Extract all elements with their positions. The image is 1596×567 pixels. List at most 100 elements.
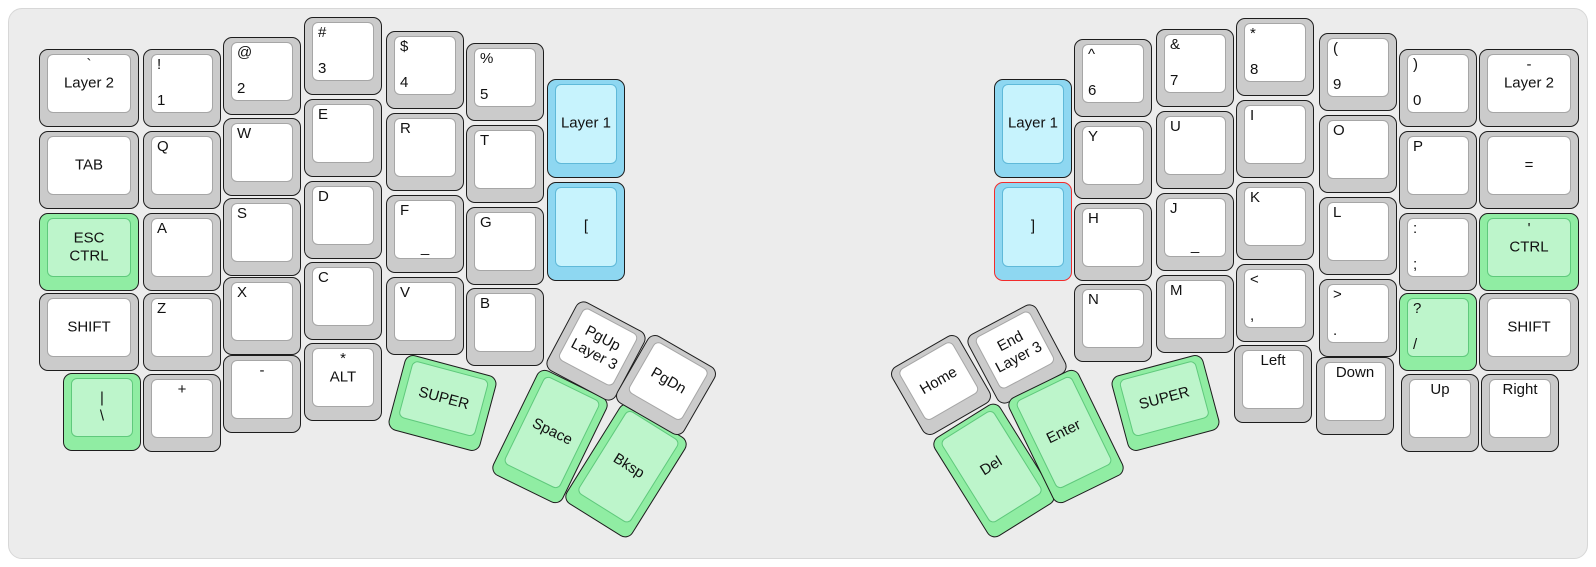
key-label: K bbox=[1250, 189, 1261, 206]
key-equals[interactable]: = bbox=[1479, 131, 1579, 209]
key-hash-3[interactable]: #3 bbox=[304, 17, 382, 95]
key-s[interactable]: S bbox=[223, 198, 301, 276]
key-star-8[interactable]: *8 bbox=[1236, 18, 1314, 96]
keycap-surface: *ALT bbox=[312, 348, 374, 407]
key-label: SUPER bbox=[416, 382, 472, 413]
key-label: ESC CTRL bbox=[69, 228, 109, 265]
key-d[interactable]: D bbox=[304, 181, 382, 259]
keycap-surface: (9 bbox=[1327, 38, 1389, 97]
key-colon-semicolon[interactable]: :; bbox=[1399, 213, 1477, 291]
key-x[interactable]: X bbox=[223, 277, 301, 355]
key-z[interactable]: Z bbox=[143, 293, 221, 371]
key-h[interactable]: H bbox=[1074, 203, 1152, 281]
key-left-bracket[interactable]: [ bbox=[547, 182, 625, 281]
key-at-2[interactable]: @2 bbox=[223, 37, 301, 115]
keycap-surface: X bbox=[231, 282, 293, 341]
key-layer1-left[interactable]: Layer 1 bbox=[547, 79, 625, 178]
key-l[interactable]: L bbox=[1319, 197, 1397, 275]
key-label: Enter bbox=[1043, 416, 1084, 448]
key-caret-6[interactable]: ^6 bbox=[1074, 39, 1152, 117]
keycap-surface: $4 bbox=[394, 36, 456, 95]
key-k[interactable]: K bbox=[1236, 182, 1314, 260]
key-down[interactable]: Down bbox=[1316, 357, 1394, 435]
key-grave-layer2[interactable]: `Layer 2 bbox=[39, 49, 139, 127]
key-label: @ bbox=[237, 44, 253, 61]
key-paren-9[interactable]: (9 bbox=[1319, 33, 1397, 111]
key-label: > bbox=[1333, 286, 1342, 303]
key-y[interactable]: Y bbox=[1074, 121, 1152, 199]
keycap-surface: G bbox=[474, 212, 536, 271]
key-super-left[interactable]: SUPER bbox=[386, 353, 499, 453]
key-right-shift[interactable]: SHIFT bbox=[1479, 293, 1579, 371]
keycap-surface: &7 bbox=[1164, 34, 1226, 93]
key-c[interactable]: C bbox=[304, 262, 382, 340]
key-u[interactable]: U bbox=[1156, 111, 1234, 189]
key-label: ` bbox=[86, 56, 92, 73]
keycap-surface: F_ bbox=[394, 200, 456, 259]
key-label: Del bbox=[977, 452, 1006, 480]
key-label: Z bbox=[157, 300, 167, 317]
key-i[interactable]: I bbox=[1236, 100, 1314, 178]
key-label: 1 bbox=[157, 92, 166, 110]
key-label: * bbox=[340, 350, 346, 367]
key-super-right[interactable]: SUPER bbox=[1109, 353, 1222, 453]
key-m[interactable]: M bbox=[1156, 275, 1234, 353]
key-label: G bbox=[480, 214, 492, 231]
keycap-surface: @2 bbox=[231, 42, 293, 101]
keycap-surface: L bbox=[1327, 202, 1389, 261]
key-label: H bbox=[1088, 210, 1099, 227]
key-layer1-right[interactable]: Layer 1 bbox=[994, 79, 1072, 178]
key-left-shift[interactable]: SHIFT bbox=[39, 293, 139, 371]
key-amp-7[interactable]: &7 bbox=[1156, 29, 1234, 107]
key-label: D bbox=[318, 188, 329, 205]
key-q[interactable]: Q bbox=[143, 131, 221, 209]
key-pipe-backslash[interactable]: | \ bbox=[63, 373, 141, 451]
key-dollar-4[interactable]: $4 bbox=[386, 31, 464, 109]
key-v[interactable]: V bbox=[386, 277, 464, 355]
key-w[interactable]: W bbox=[223, 118, 301, 196]
keycap-surface: C bbox=[312, 267, 374, 326]
key-label: 3 bbox=[318, 60, 327, 78]
key-minus[interactable]: - bbox=[223, 355, 301, 433]
keycap-surface: K bbox=[1244, 187, 1306, 246]
keycap-surface: V bbox=[394, 282, 456, 341]
key-o[interactable]: O bbox=[1319, 115, 1397, 193]
key-less-comma[interactable]: <, bbox=[1236, 264, 1314, 342]
key-label: E bbox=[318, 106, 329, 123]
key-star-alt[interactable]: *ALT bbox=[304, 343, 382, 421]
key-esc-ctrl[interactable]: ESC CTRL bbox=[39, 213, 139, 291]
key-up[interactable]: Up bbox=[1401, 374, 1479, 452]
key-exclam-1[interactable]: !1 bbox=[143, 49, 221, 127]
key-p[interactable]: P bbox=[1399, 131, 1477, 209]
key-j[interactable]: J_ bbox=[1156, 193, 1234, 271]
key-label: ( bbox=[1333, 40, 1338, 57]
key-quote-ctrl[interactable]: 'CTRL bbox=[1479, 213, 1579, 291]
key-dash-layer2[interactable]: -Layer 2 bbox=[1479, 49, 1579, 127]
key-a[interactable]: A bbox=[143, 213, 221, 291]
key-b[interactable]: B bbox=[466, 288, 544, 366]
key-left[interactable]: Left bbox=[1234, 345, 1312, 423]
keycap-surface: H bbox=[1082, 208, 1144, 267]
key-n[interactable]: N bbox=[1074, 284, 1152, 362]
key-r[interactable]: R bbox=[386, 113, 464, 191]
key-plus[interactable]: + bbox=[143, 374, 221, 452]
key-label: End Layer 3 bbox=[992, 327, 1045, 377]
key-greater-period[interactable]: >. bbox=[1319, 279, 1397, 357]
key-label: < bbox=[1250, 271, 1259, 288]
keycap-surface: + bbox=[151, 379, 213, 438]
key-percent-5[interactable]: %5 bbox=[466, 43, 544, 121]
key-label: Layer 1 bbox=[560, 114, 612, 132]
key-right[interactable]: Right bbox=[1481, 374, 1559, 452]
key-f[interactable]: F_ bbox=[386, 195, 464, 273]
key-g[interactable]: G bbox=[466, 207, 544, 285]
key-paren-0[interactable]: )0 bbox=[1399, 49, 1477, 127]
key-tab[interactable]: TAB bbox=[39, 131, 139, 209]
key-right-bracket[interactable]: ] bbox=[994, 182, 1072, 281]
key-question-slash[interactable]: ?/ bbox=[1399, 293, 1477, 371]
keycap-surface: PgDn bbox=[626, 340, 710, 423]
key-label: ! bbox=[157, 56, 162, 73]
key-t[interactable]: T bbox=[466, 125, 544, 203]
key-label: Layer 2 bbox=[1503, 74, 1555, 92]
key-e[interactable]: E bbox=[304, 99, 382, 177]
